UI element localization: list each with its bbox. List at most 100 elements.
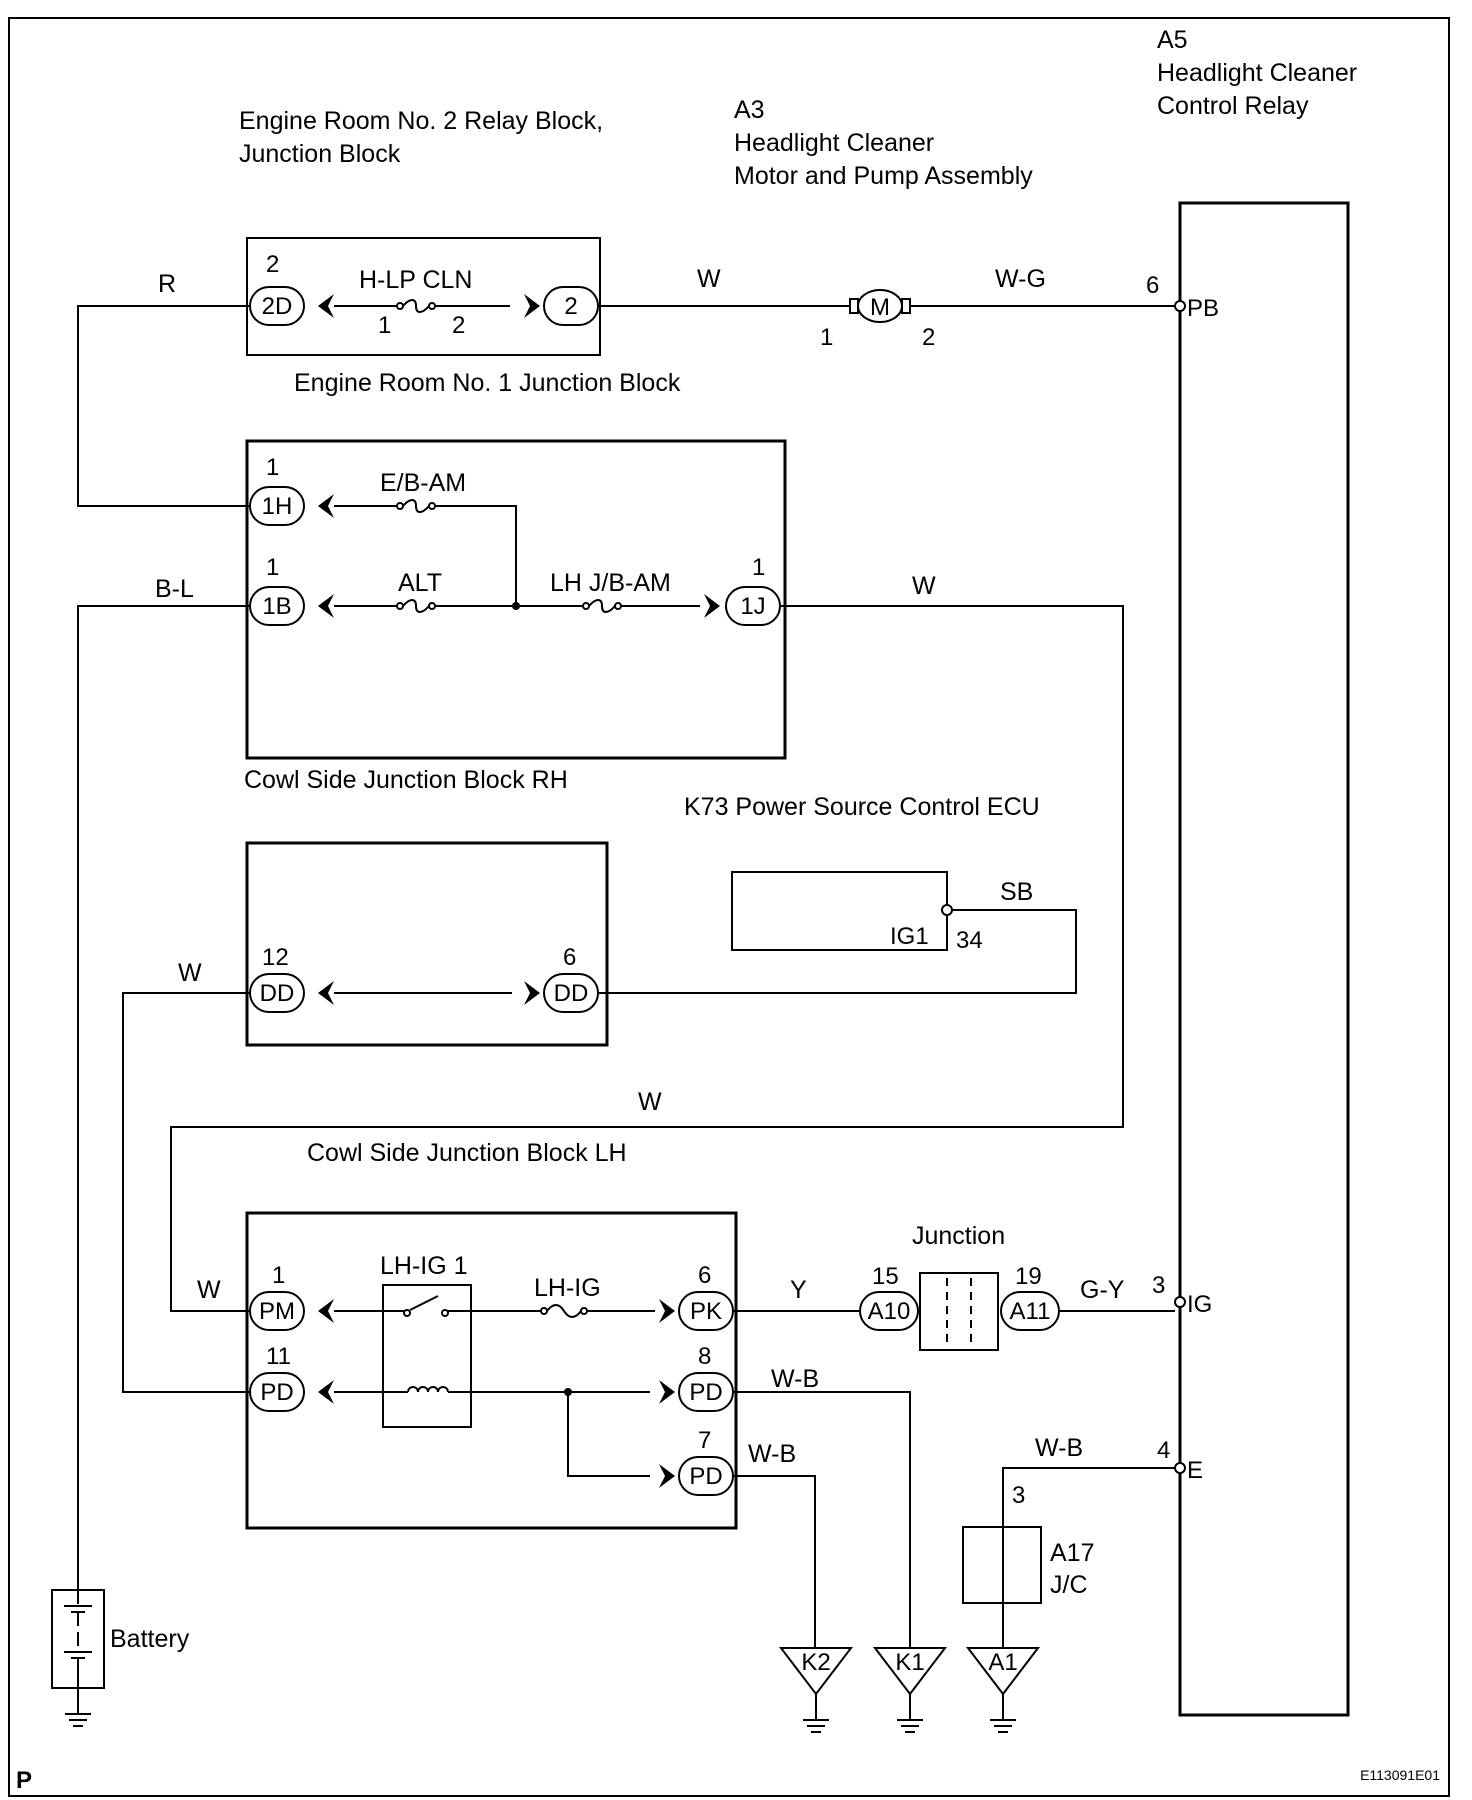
ecu-ig1-label: IG1 <box>890 923 929 950</box>
junction-title: Junction <box>912 1222 1005 1250</box>
wire-bl <box>77 605 250 1590</box>
connector-1b-label: 1B <box>262 593 291 620</box>
cowl-lh-block <box>245 1211 738 1530</box>
wire-wb-pd8-label: W-B <box>771 1365 819 1393</box>
arrow-pd8 <box>659 1380 675 1404</box>
arrow-1j <box>704 594 720 618</box>
wire-sb <box>598 909 1077 994</box>
arrow-1h <box>318 494 334 518</box>
pin-pd8-number: 8 <box>698 1343 711 1370</box>
connector-pm <box>249 1291 305 1331</box>
splice-point <box>512 602 520 610</box>
page-frame <box>8 17 1450 1797</box>
relay-title: A5 Headlight Cleaner Control Relay <box>1157 26 1357 120</box>
wire-w-1j-label: W <box>912 572 936 600</box>
wire-gy-label: G-Y <box>1080 1276 1125 1304</box>
wire-w-dd <box>122 992 250 1393</box>
wire-w-pm-label: W <box>197 1276 221 1304</box>
pin-1h-number: 1 <box>266 454 279 481</box>
connector-1j-label: 1J <box>740 593 765 620</box>
connector-2-label: 2 <box>564 293 577 320</box>
relay-box <box>1178 201 1350 1717</box>
relay-ig-label: IG <box>1187 1291 1212 1318</box>
motor-title-line2: Headlight Cleaner <box>734 129 934 157</box>
pin-pk-number: 6 <box>698 1262 711 1289</box>
pin-pm-number: 1 <box>272 1262 285 1289</box>
fuse-eb-am-label: E/B-AM <box>380 469 466 497</box>
relay-coil <box>334 1386 650 1393</box>
ground-k1 <box>872 1647 948 1733</box>
pin-1b-number: 1 <box>266 554 279 581</box>
relay-terminal-e <box>1174 1462 1186 1474</box>
motor-m-label: M <box>870 294 890 321</box>
k73-title: K73 Power Source Control ECU <box>684 793 1040 821</box>
er2-title-line1: Engine Room No. 2 Relay Block, <box>239 107 603 135</box>
connector-a10-label: A10 <box>868 1298 911 1325</box>
fuse-pin-1: 1 <box>378 312 391 339</box>
connector-1h <box>249 486 305 526</box>
wire-pd7-branch <box>567 1392 650 1477</box>
connector-dd-6-label: DD <box>554 980 589 1007</box>
ecu-terminal-ig1 <box>941 904 953 916</box>
motor-title-line3: Motor and Pump Assembly <box>734 162 1033 190</box>
ground-k2 <box>778 1647 854 1733</box>
er2-title-line2: Junction Block <box>239 140 401 168</box>
jc-jc-label: J/C <box>1050 1571 1088 1599</box>
cowl-rh-title: Cowl Side Junction Block RH <box>244 766 568 794</box>
junction-box <box>919 1272 999 1351</box>
corner-left-label: P <box>16 1767 32 1794</box>
wire-r <box>77 305 250 507</box>
wire-sb-label: SB <box>1000 878 1033 906</box>
relay-switch <box>334 1295 542 1317</box>
connector-pk-label: PK <box>690 1298 722 1325</box>
relay-lh-ig1 <box>382 1284 472 1428</box>
motor-pin-2: 2 <box>922 324 935 351</box>
pin-pd11-number: 11 <box>266 1343 291 1370</box>
connector-pd-8-label: PD <box>689 1379 722 1406</box>
connector-1h-label: 1H <box>262 493 293 520</box>
battery-symbol <box>51 1589 105 1689</box>
connector-pd-11-label: PD <box>260 1379 293 1406</box>
cowl-lh-title: Cowl Side Junction Block LH <box>307 1139 627 1167</box>
ground-a1-label: A1 <box>988 1649 1017 1676</box>
relay-pin-6: 6 <box>1146 272 1159 299</box>
arrow-pm <box>318 1299 334 1323</box>
relay-pin-3: 3 <box>1152 1272 1165 1299</box>
relay-lh-ig1-label: LH-IG 1 <box>380 1252 468 1280</box>
connector-a11-label: A11 <box>1010 1298 1051 1325</box>
arrow-pd7 <box>659 1464 675 1488</box>
relay-pin-4: 4 <box>1157 1437 1170 1464</box>
relay-pb-label: PB <box>1187 295 1219 322</box>
connector-a10 <box>859 1291 919 1331</box>
jc-a17-label: A17 <box>1050 1539 1094 1567</box>
cowl-rh-block <box>245 841 609 1047</box>
fuse-lh-jb-am-label: LH J/B-AM <box>550 569 671 597</box>
wire-w-1j <box>170 605 1124 1312</box>
wire-wb-e <box>1002 1467 1175 1648</box>
er2-relay-block <box>246 237 601 356</box>
motor-pin-1: 1 <box>820 324 833 351</box>
pin-a10-number: 15 <box>872 1263 899 1290</box>
wire-wb-pd7 <box>733 1475 816 1648</box>
arrow-2d <box>318 294 334 318</box>
fuse-hlp-cln-label: H-LP CLN <box>359 266 472 294</box>
connector-pm-label: PM <box>259 1298 295 1325</box>
relay-title-line2: Headlight Cleaner <box>1157 59 1357 87</box>
wire-wg-label: W-G <box>995 265 1046 293</box>
arrow-pk <box>659 1299 675 1323</box>
fuse-lh-ig <box>540 1304 655 1318</box>
pin-2d-number: 2 <box>266 251 279 278</box>
relay-title-line1: A5 <box>1157 26 1188 54</box>
relay-e-label: E <box>1187 1457 1203 1484</box>
pin-pd7-number: 7 <box>698 1427 711 1454</box>
pin-dd6-number: 6 <box>563 944 576 971</box>
ecu-pin-34: 34 <box>956 927 983 954</box>
connector-pd-11 <box>249 1372 305 1412</box>
relay-terminal-ig <box>1174 1296 1186 1308</box>
pin-dd12-number: 12 <box>262 944 289 971</box>
connector-pd-7-label: PD <box>689 1463 722 1490</box>
battery-label: Battery <box>110 1625 190 1653</box>
corner-right-label: E113091E01 <box>1360 1767 1440 1783</box>
wire-wb-pd8 <box>733 1391 911 1648</box>
